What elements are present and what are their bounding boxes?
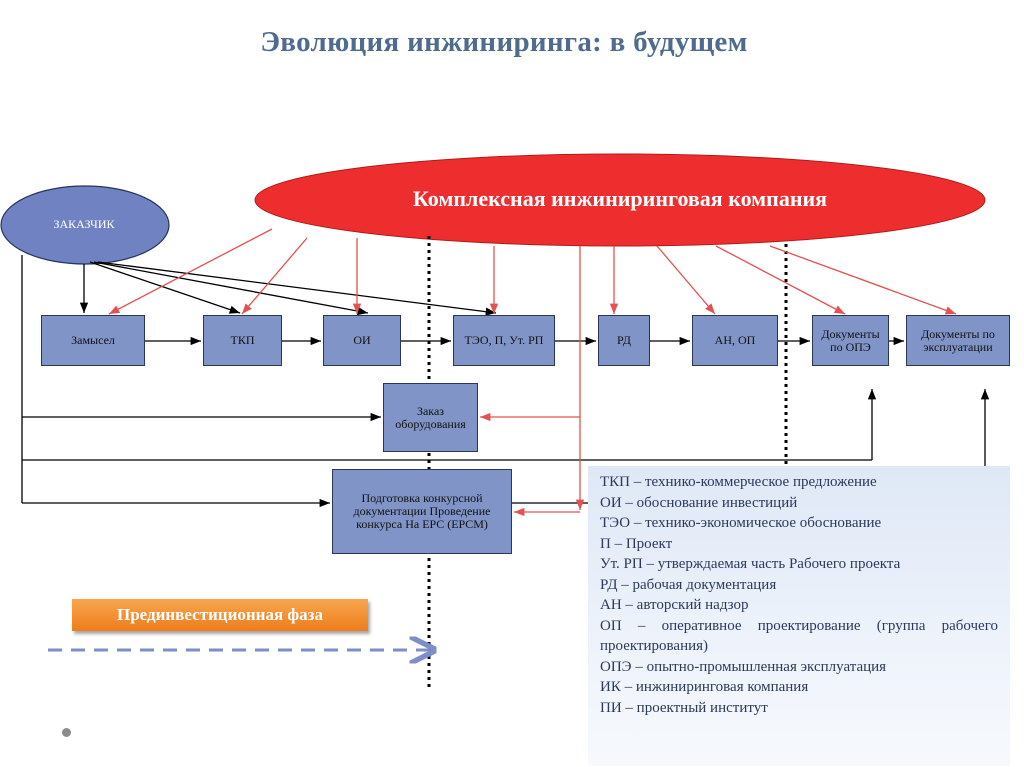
- page-title: Эволюция инжиниринга: в будущем: [260, 26, 748, 58]
- legend-item: ТЭО – технико-экономическое обоснование: [600, 515, 882, 531]
- company-label: Комплексная инжиниринговая компания: [412, 186, 828, 211]
- node-tkp: ТКП: [203, 315, 282, 366]
- node-oi: ОИ: [323, 315, 401, 366]
- node-exploitation-docs: Документы по эксплуатации: [906, 315, 1010, 366]
- legend-item: ПИ – проектный институт: [600, 699, 768, 716]
- legend-item: АН – авторский надзор: [600, 597, 749, 613]
- node-an-op: АН, ОП: [692, 315, 778, 366]
- company-arrows: [108, 228, 957, 517]
- abbreviations-legend: ТКП – технико-коммерческое предложение О…: [588, 466, 1010, 766]
- legend-item: Ут. РП – утверждаемая часть Рабочего про…: [600, 556, 901, 572]
- node-ope-docs: Документы по ОПЭ: [812, 315, 889, 366]
- customer-ellipse: [0, 185, 170, 265]
- node-rd: РД: [598, 315, 650, 366]
- legend-item: ОПЭ – опытно-промышленная эксплуатация: [600, 658, 887, 675]
- bullet-dot: [62, 728, 71, 737]
- legend-item: ОИ – обоснование инвестиций: [600, 494, 798, 511]
- customer-arrows: [79, 261, 497, 316]
- legend-item: ИК – инжиниринговая компания: [600, 679, 809, 695]
- pre-investment-phase-label: Прединвестиционная фаза: [72, 599, 368, 631]
- node-zamysel: Замысел: [41, 315, 145, 366]
- legend-item: П – Проект: [600, 535, 673, 552]
- legend-item: РД – рабочая документация: [600, 576, 777, 593]
- node-equipment-order: Заказ оборудования: [383, 383, 478, 452]
- node-tender: Подготовка конкурсной документации Прове…: [332, 469, 512, 554]
- company-ellipse: [254, 153, 986, 247]
- node-teo: ТЭО, П, Ут. РП: [453, 315, 555, 366]
- legend-item: ТКП – технико-коммерческое предложение: [600, 474, 877, 490]
- customer-label: ЗАКАЗЧИК: [53, 217, 115, 231]
- legend-item: ОП – оперативное проектирование (группа …: [600, 617, 998, 655]
